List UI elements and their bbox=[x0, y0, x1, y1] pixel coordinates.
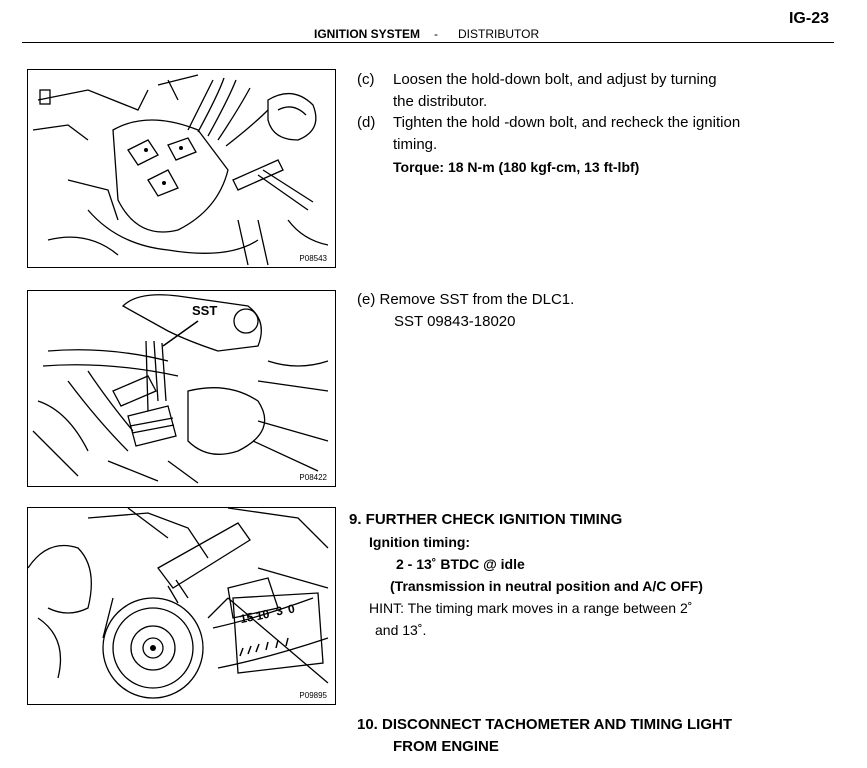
dlc1-illustration bbox=[32, 294, 329, 484]
figure-code: P08543 bbox=[299, 254, 327, 263]
header-separator: - bbox=[434, 27, 438, 41]
page-number: IG-23 bbox=[788, 10, 829, 27]
step-d-label: (d) bbox=[357, 114, 376, 131]
step-c: (c) Loosen the hold-down bolt, and adjus… bbox=[357, 69, 827, 113]
figure-code: P09895 bbox=[299, 691, 327, 700]
torque-spec: Torque: 18 N-m (180 kgf-cm, 13 ft-lbf) bbox=[393, 159, 640, 175]
step-c-line2: the distributor. bbox=[393, 93, 488, 110]
timing-scale-10: 10 bbox=[254, 606, 271, 624]
figure-dlc1: SST P08422 bbox=[27, 290, 336, 487]
header-rule bbox=[22, 42, 834, 43]
step-c-line1: Loosen the hold-down bolt, and adjust by… bbox=[393, 71, 717, 88]
timing-light-illustration bbox=[28, 508, 329, 699]
ignition-timing-condition: (Transmission in neutral position and A/… bbox=[390, 578, 703, 594]
figure-distributor: P08543 bbox=[27, 69, 336, 268]
distributor-illustration bbox=[32, 74, 329, 266]
figure-timing-light: 15 10 3 0 P09895 bbox=[27, 507, 336, 705]
header-section: IGNITION SYSTEM bbox=[314, 27, 421, 41]
step-d: (d) Tighten the hold -down bolt, and rec… bbox=[357, 112, 827, 178]
sst-part-number: SST 09843-18020 bbox=[394, 313, 516, 330]
section-9-heading: 9. FURTHER CHECK IGNITION TIMING bbox=[349, 511, 623, 528]
hint-line2: and 13˚. bbox=[375, 622, 427, 638]
figure-code: P08422 bbox=[299, 473, 327, 482]
sst-callout: SST bbox=[192, 303, 218, 318]
section-10-heading-line1: 10. DISCONNECT TACHOMETER AND TIMING LIG… bbox=[357, 716, 732, 733]
step-c-label: (c) bbox=[357, 71, 375, 88]
ignition-timing-label: Ignition timing: bbox=[369, 534, 471, 550]
hint-line1: HINT: The timing mark moves in a range b… bbox=[369, 600, 693, 616]
step-e: (e) Remove SST from the DLC1. SST 09843-… bbox=[357, 289, 827, 333]
header-subsection: DISTRIBUTOR bbox=[458, 27, 540, 41]
step-d-line1: Tighten the hold -down bolt, and recheck… bbox=[393, 114, 741, 131]
step-e-line1: (e) Remove SST from the DLC1. bbox=[357, 291, 575, 308]
step-d-line2: timing. bbox=[393, 136, 438, 153]
timing-scale-15: 15 bbox=[238, 609, 255, 627]
ignition-timing-value: 2 - 13˚ BTDC @ idle bbox=[396, 556, 525, 572]
section-10-heading-line2: FROM ENGINE bbox=[393, 738, 499, 755]
